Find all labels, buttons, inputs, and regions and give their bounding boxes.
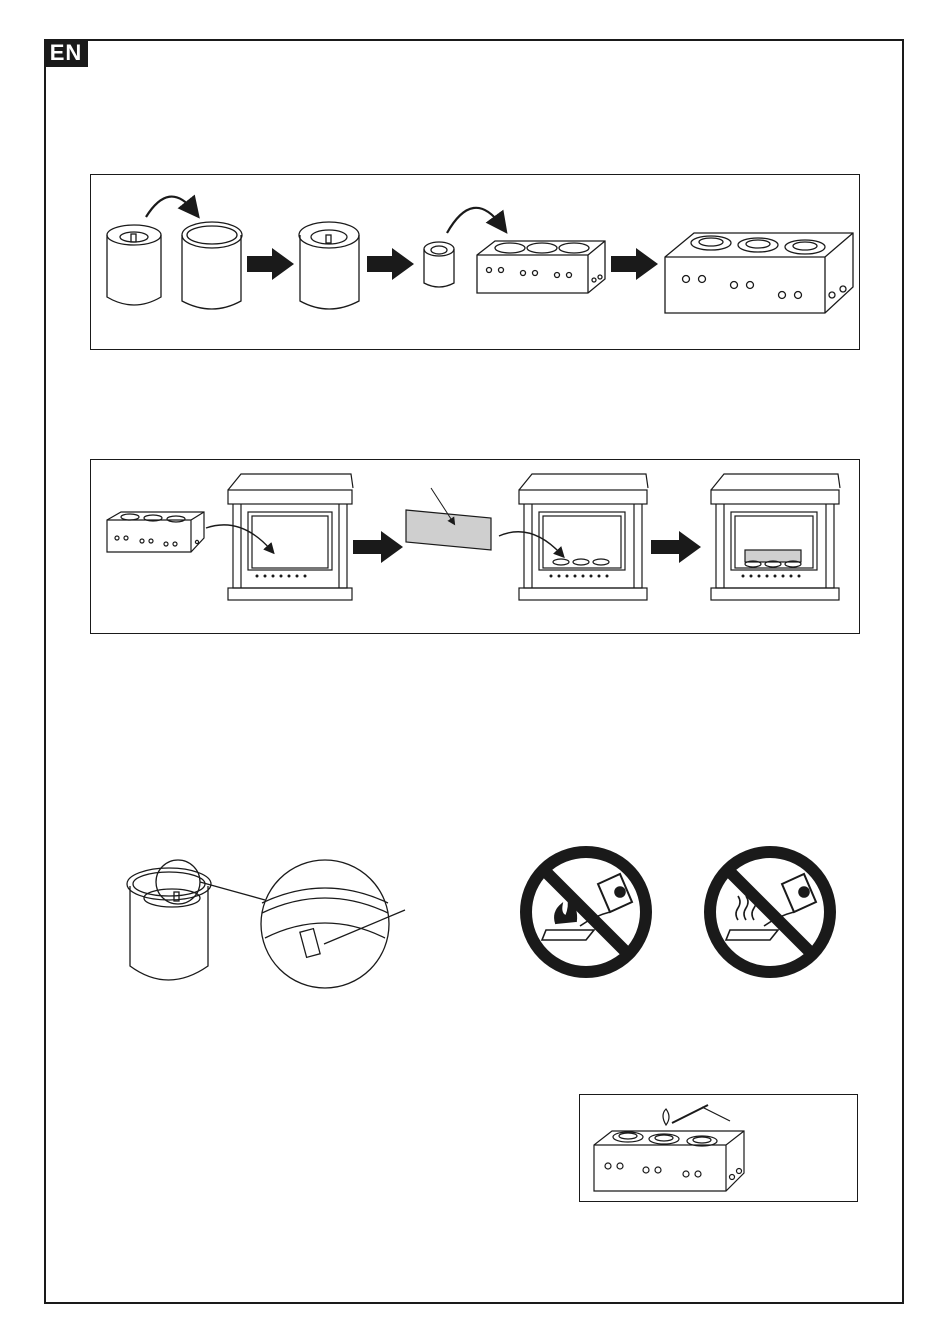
arrow-right-icon: [367, 248, 414, 280]
ignition-illustration: [580, 1095, 859, 1203]
insert-into-fireplace-panel: [90, 459, 860, 634]
no-refill-while-burning-sign: [516, 842, 656, 982]
burner-assembly-panel: [90, 174, 860, 350]
combined-can: [299, 222, 359, 309]
no-fire-refill-icon: [526, 852, 646, 972]
step-arrows: [353, 531, 701, 563]
outer-can: [182, 222, 242, 309]
arrow-right-icon: [651, 531, 701, 563]
finished-tray: [665, 233, 853, 313]
arrow-right-icon: [353, 531, 403, 563]
no-refill-while-hot-sign: [700, 842, 840, 982]
language-tab: EN: [44, 39, 88, 67]
curved-arrow-icon: [146, 197, 193, 217]
open-tray: [477, 241, 605, 293]
fireplace-frame: [228, 474, 353, 600]
arrow-right-icon: [247, 248, 294, 280]
small-cup: [424, 242, 454, 287]
burner-tray: [107, 512, 204, 552]
curved-arrow-icon: [447, 208, 501, 233]
no-hot-refill-icon: [710, 852, 830, 972]
arrow-right-icon: [611, 248, 658, 280]
glass-screen: [406, 488, 491, 550]
ignition-panel: [579, 1094, 858, 1202]
burner-detail-illustration: [120, 848, 440, 998]
fireplace-frame: [711, 474, 840, 600]
fireplace-illustration: [91, 460, 861, 635]
burner-cylinder: [107, 225, 161, 305]
burner-assembly-illustration: [91, 175, 861, 351]
